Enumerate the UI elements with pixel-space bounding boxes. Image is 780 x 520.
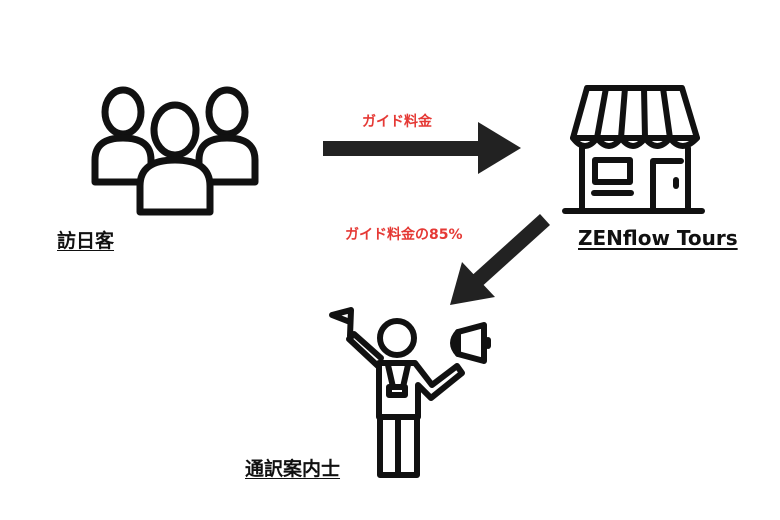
tour-guide-megaphone-icon — [329, 307, 491, 478]
arrow-company-to-guide — [450, 214, 550, 305]
storefront-icon — [562, 85, 705, 214]
guide-label: 通訳案内士 — [245, 458, 341, 480]
visitors-label: 訪日客 — [57, 230, 115, 252]
flow-label-guide-share: ガイド料金の85% — [345, 227, 463, 243]
group-of-people-icon — [91, 86, 259, 216]
company-label: ZENflow Tours — [578, 226, 738, 250]
arrow-visitors-to-company — [323, 122, 521, 174]
flow-label-guide-fee: ガイド料金 — [362, 114, 432, 130]
